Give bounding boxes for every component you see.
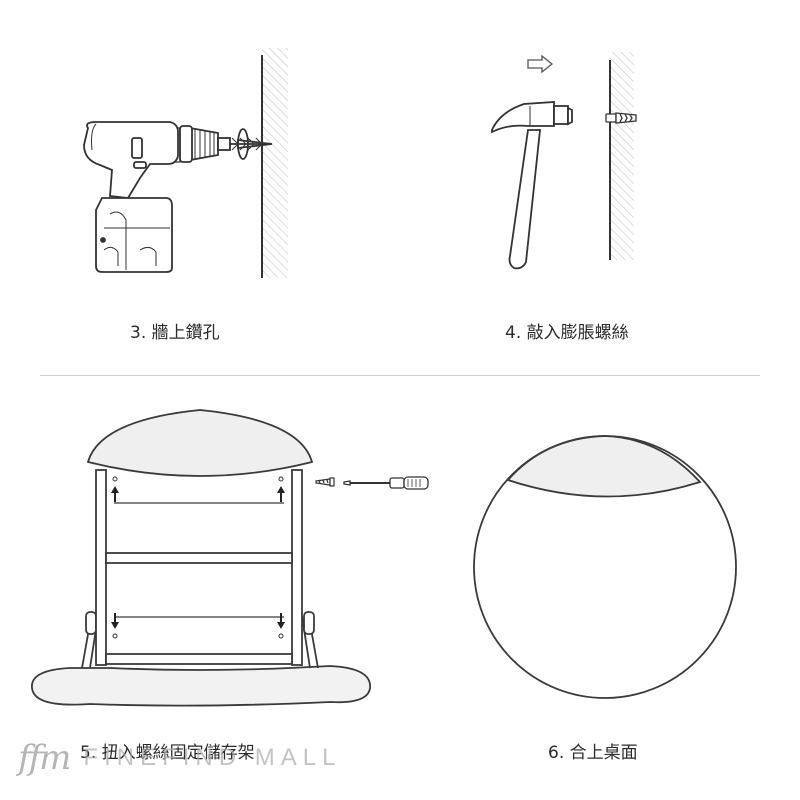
step6-illustration — [473, 435, 737, 699]
watermark-logo: ffm — [18, 738, 71, 778]
wall-icon — [261, 48, 288, 278]
screw-icon — [315, 477, 335, 487]
screwdriver-icon — [343, 476, 429, 490]
anchor-screw-icon — [605, 112, 637, 124]
round-table-icon — [473, 435, 737, 699]
watermark-text: FINEFIND MALL — [83, 744, 342, 771]
step3-caption: 3. 牆上鑽孔 — [130, 323, 220, 343]
step4-illustration — [491, 52, 637, 270]
storage-rack-icon — [31, 409, 371, 707]
step3-illustration — [83, 48, 288, 278]
hammer-icon — [491, 101, 573, 270]
step5-illustration — [31, 409, 429, 707]
wall-icon — [609, 52, 634, 260]
drill-icon — [83, 121, 273, 273]
arrow-right-icon — [527, 54, 554, 74]
step5-caption: 5. 扭入螺絲固定儲存架 — [80, 743, 255, 763]
step4-caption: 4. 敲入膨脹螺絲 — [505, 323, 629, 343]
screw-direction-arrows — [111, 486, 285, 629]
step6-caption: 6. 合上桌面 — [548, 743, 638, 763]
screw-hole-markers — [112, 476, 284, 639]
watermark: ffm FINEFIND MALL — [18, 736, 341, 780]
section-divider — [40, 375, 760, 376]
